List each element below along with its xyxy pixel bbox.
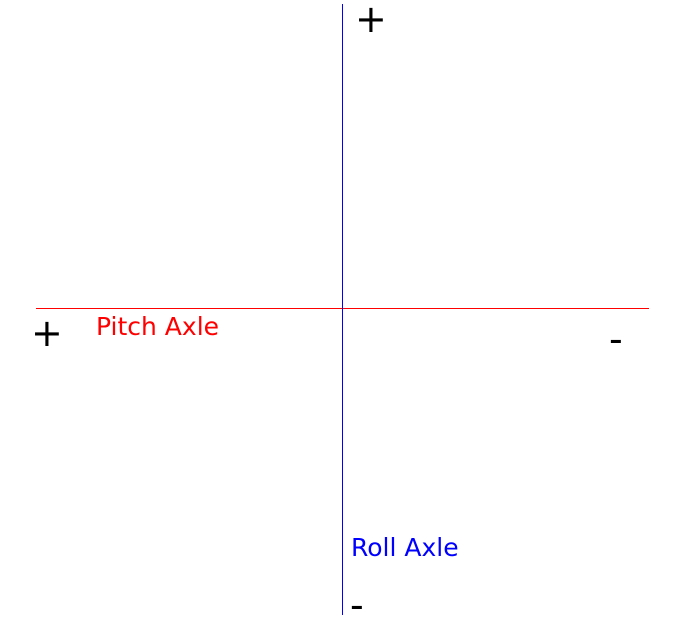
pitch-positive-sign: + [31, 311, 63, 355]
roll-axis-label: Roll Axle [351, 533, 459, 562]
pitch-negative-sign: - [609, 317, 623, 361]
roll-negative-sign: - [350, 583, 364, 627]
roll-axis-line [342, 4, 343, 615]
pitch-axis-label: Pitch Axle [96, 312, 220, 341]
roll-positive-sign: + [355, 0, 387, 41]
